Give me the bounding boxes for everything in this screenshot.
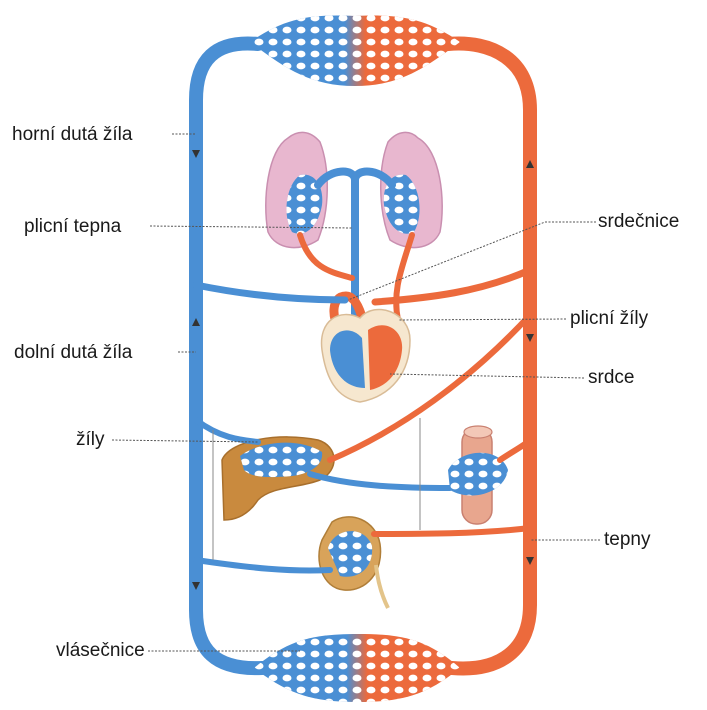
bottom-capillary-bed bbox=[254, 634, 460, 702]
label-zily: žíly bbox=[76, 430, 105, 449]
leader-plicni-zily bbox=[398, 319, 566, 320]
heart bbox=[322, 309, 410, 402]
right-lung bbox=[381, 132, 442, 247]
liver-vein bbox=[196, 420, 258, 442]
label-srdecnice: srdečnice bbox=[598, 212, 679, 231]
label-srdce: srdce bbox=[588, 368, 634, 387]
label-horni-duta-zila: horní dutá žíla bbox=[12, 125, 132, 144]
label-dolni-duta-zila: dolní dutá žíla bbox=[14, 343, 132, 362]
intestine bbox=[448, 426, 508, 524]
label-plicni-tepna: plicní tepna bbox=[24, 217, 121, 236]
left-main-vein bbox=[196, 43, 262, 668]
gut-vein bbox=[310, 474, 450, 488]
leader-srdce bbox=[390, 374, 584, 378]
left-lung bbox=[266, 132, 327, 247]
top-capillary-bed bbox=[250, 16, 460, 86]
kidney bbox=[319, 517, 388, 608]
kidney-vein bbox=[196, 560, 330, 571]
label-tepny: tepny bbox=[604, 530, 650, 549]
kidney-artery bbox=[374, 528, 530, 534]
upper-vein-branch bbox=[196, 285, 345, 300]
label-vlasecnice: vlásečnice bbox=[56, 641, 145, 660]
label-plicni-zily: plicní žíly bbox=[570, 309, 648, 328]
